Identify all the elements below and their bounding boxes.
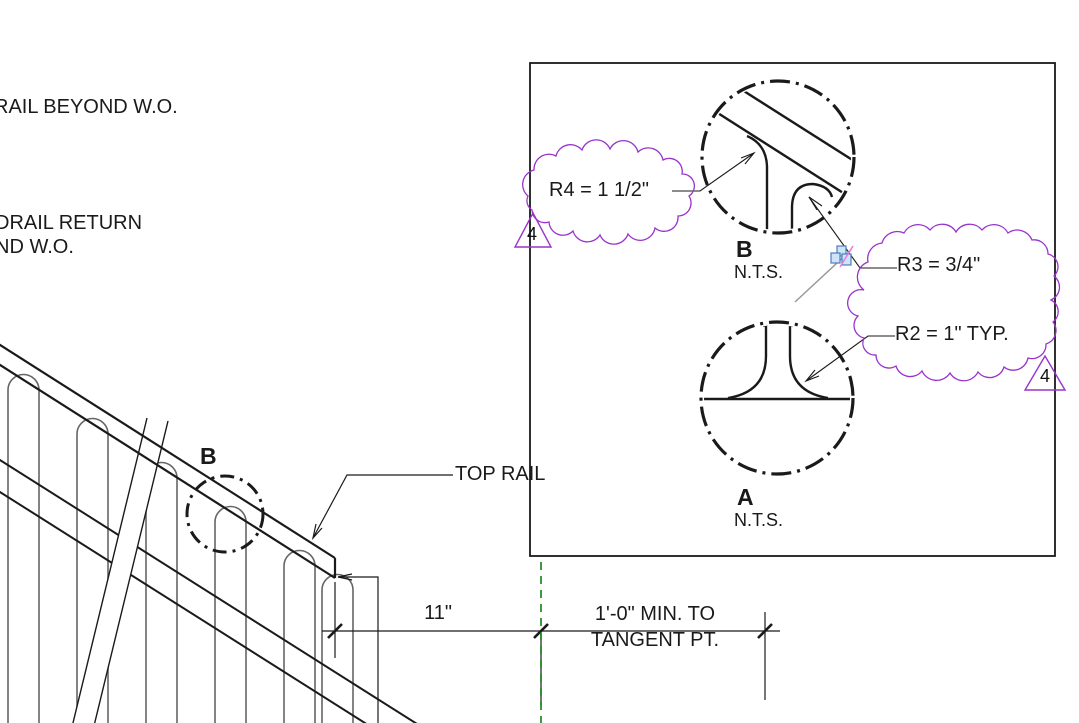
- detail-b-label: B: [736, 236, 753, 262]
- revision-clouds: [522, 139, 1061, 382]
- revision-note-r3: R3 = 3/4": [897, 254, 981, 276]
- revision-delta-triangles: [513, 211, 1067, 391]
- pink-grip-line: [839, 245, 854, 268]
- detail-a-scale: N.T.S.: [734, 510, 784, 530]
- revision-note-r4: R4 = 1 1/2": [549, 179, 649, 201]
- detail-a-label: A: [737, 484, 754, 510]
- delta-triangle-left: [513, 211, 553, 248]
- note-rail-return-line2: ND W.O.: [0, 235, 74, 258]
- delta-number-right: 4: [1039, 366, 1050, 386]
- crossing-rail-member: [72, 417, 169, 723]
- dimension-tangent: 1'-0" MIN. TO TANGENT PT.: [573, 601, 737, 653]
- dimension-11in: 11": [424, 602, 452, 624]
- dimension-ticks: [327, 623, 773, 639]
- dimension-tangent-line2: TANGENT PT.: [590, 629, 720, 651]
- note-rail-beyond: RAIL BEYOND W.O.: [0, 96, 178, 118]
- detail-a-geometry: [704, 325, 850, 401]
- stair-stringer: [0, 458, 418, 723]
- delta-triangle-right: [1023, 354, 1067, 391]
- stair-detail-callout-circle: [185, 474, 265, 554]
- revision-note-r2: R2 = 1" TYP.: [895, 323, 1009, 345]
- top-rail-member: [0, 343, 337, 579]
- baluster-loops: [7, 373, 354, 723]
- dimension-tangent-line1: 1'-0" MIN. TO: [594, 603, 716, 625]
- revision-cloud-r3-r2: [847, 223, 1061, 382]
- block-reference-icon: [830, 245, 852, 266]
- detail-view-box: [529, 62, 1056, 557]
- dimension-linework: [322, 573, 780, 723]
- revision-cloud-r4: [522, 139, 696, 245]
- top-rail-leader: [311, 474, 453, 541]
- stair-callout-label: B: [200, 443, 217, 469]
- detail-a-circle: [699, 320, 855, 476]
- detail-b-circle: [700, 79, 856, 235]
- note-rail-return-line1: DRAIL RETURN: [0, 212, 143, 234]
- detail-b-scale: N.T.S.: [734, 262, 784, 282]
- note-top-rail: TOP RAIL: [455, 463, 546, 485]
- delta-number-left: 4: [526, 224, 537, 244]
